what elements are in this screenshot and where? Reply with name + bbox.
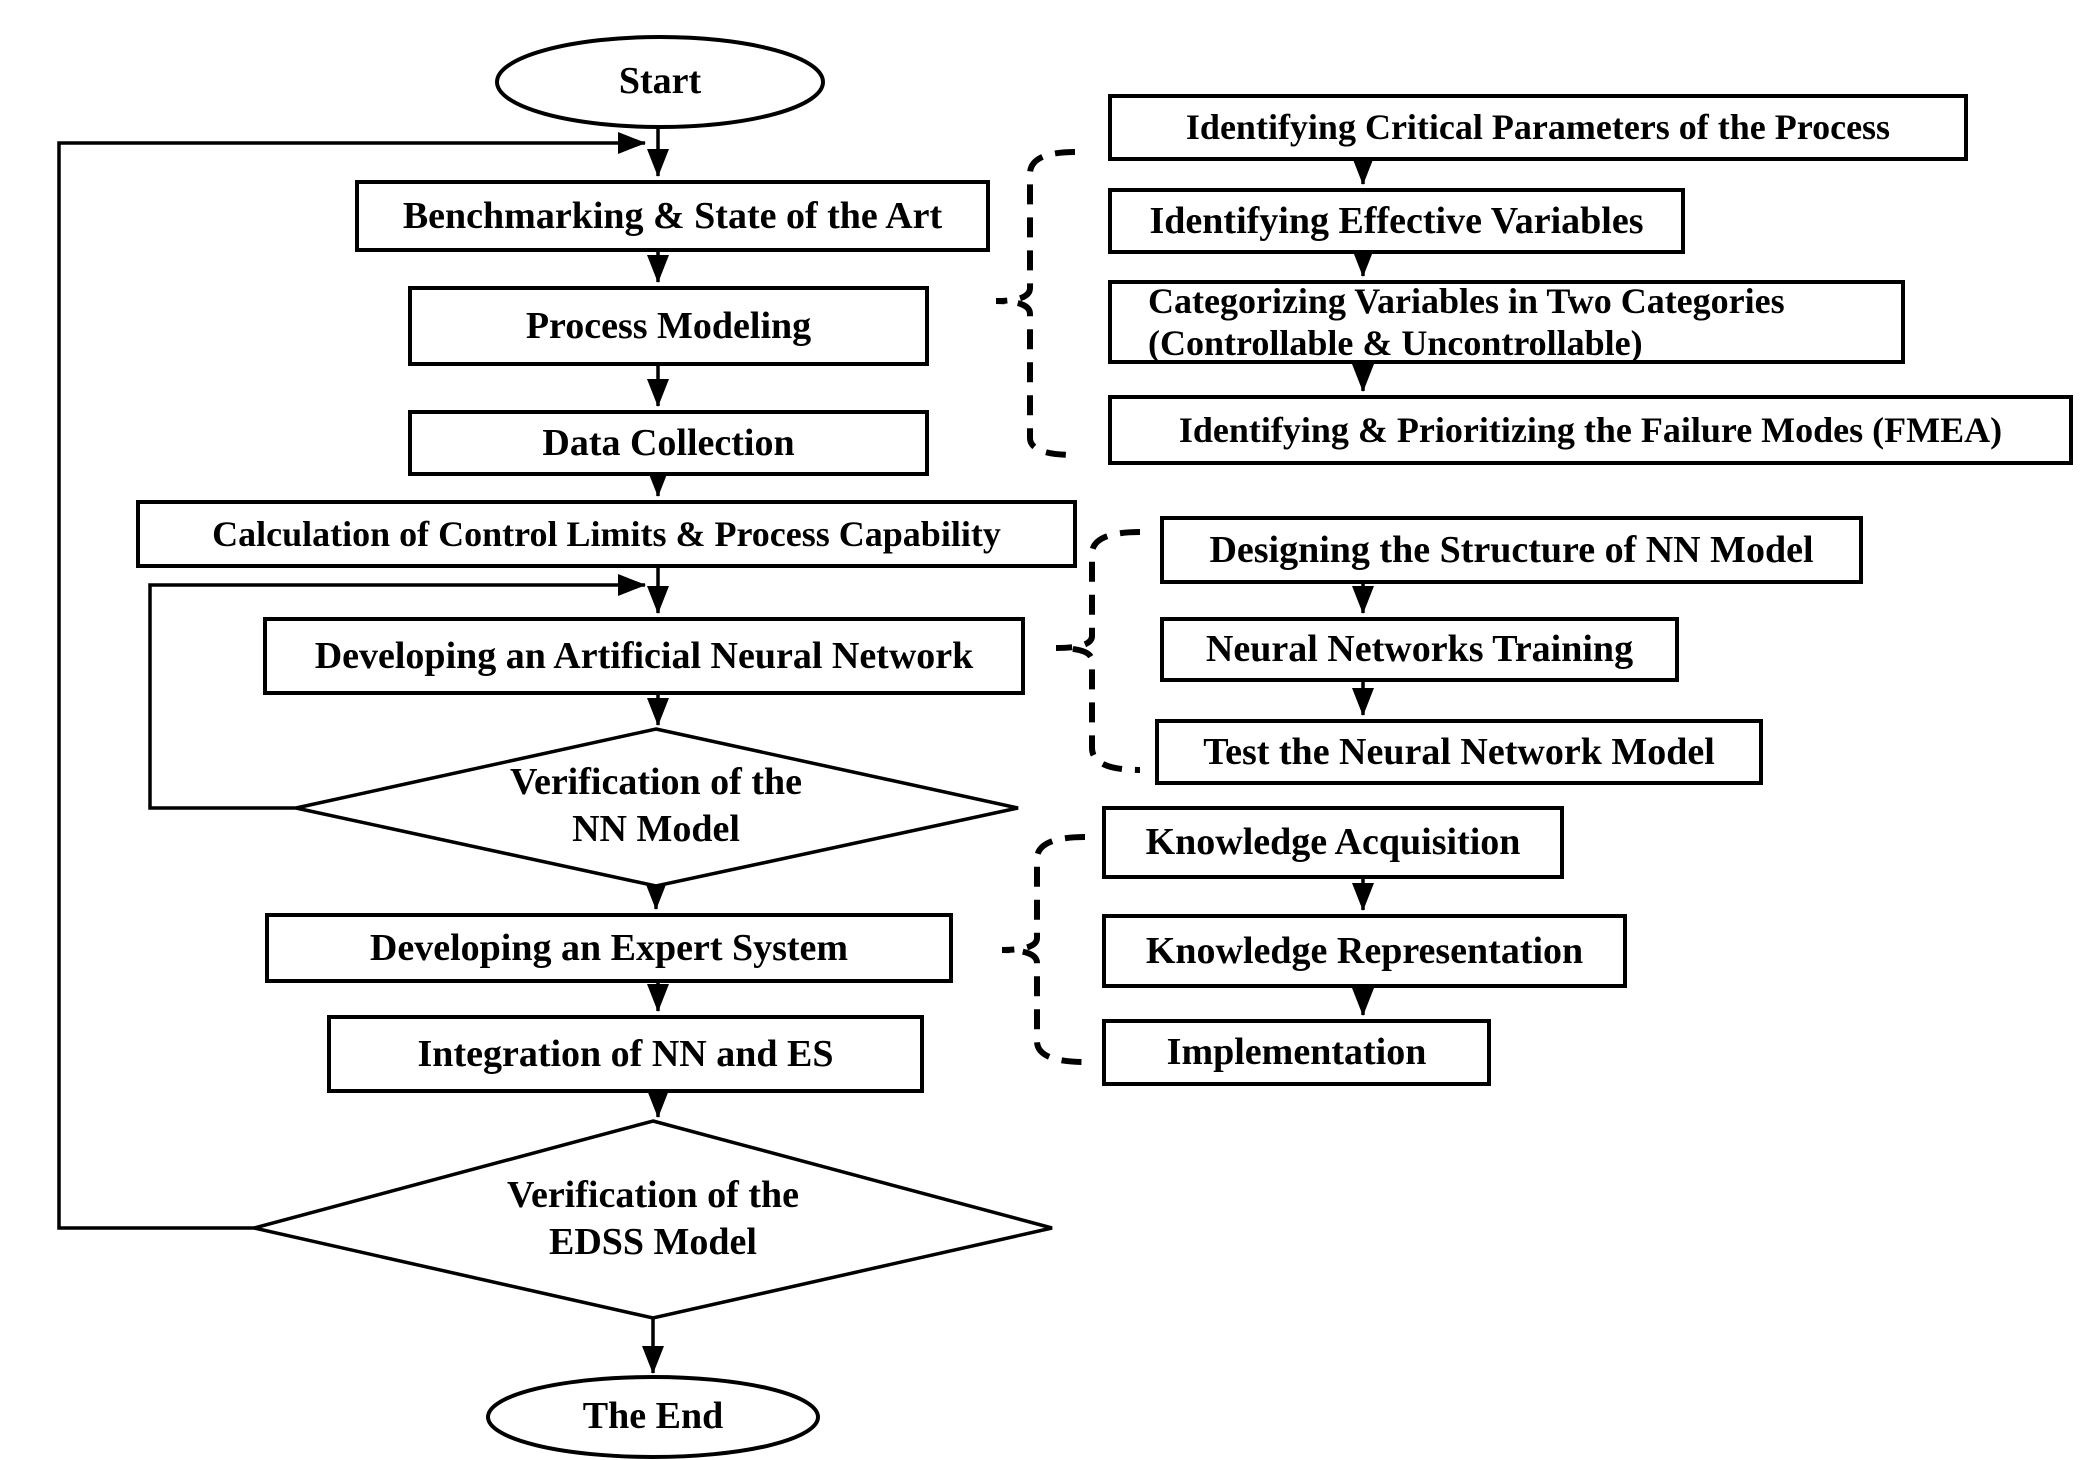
verify-nn-diamond	[295, 727, 1019, 888]
ann-sub-step2-label: Neural Networks Training	[1205, 628, 1634, 671]
pm-sub-step2-box: Identifying Effective Variables	[1108, 188, 1685, 254]
integration-label: Integration of NN and ES	[417, 1032, 834, 1075]
calculation-label: Calculation of Control Limits & Process …	[212, 513, 1001, 554]
ann-sub-step1-box: Designing the Structure of NN Model	[1160, 516, 1863, 584]
ann-sub-step2-box: Neural Networks Training	[1160, 617, 1679, 682]
brace-es	[1001, 834, 1086, 1065]
group-braces	[995, 149, 1141, 1065]
edss-feedback-arrow	[57, 132, 646, 1230]
verify-edss-diamond	[253, 1119, 1053, 1320]
pm-sub-step1-box: Identifying Critical Parameters of the P…	[1108, 94, 1968, 161]
pm-sub-step3-lines: Categorizing Variables in Two Categories…	[1148, 280, 1785, 363]
es-sub-step3-box: Implementation	[1102, 1019, 1491, 1086]
verify-edss-label: Verification of the EDSS Model	[507, 1173, 799, 1264]
develop-ann-box: Developing an Artificial Neural Network	[263, 617, 1025, 695]
main-flow-arrows	[642, 127, 669, 1374]
data-collection-label: Data Collection	[542, 421, 795, 464]
start-label: Start	[618, 60, 702, 103]
es-sub-step1-label: Knowledge Acquisition	[1145, 821, 1521, 864]
ann-sub-step1-label: Designing the Structure of NN Model	[1209, 528, 1814, 571]
develop-es-label: Developing an Expert System	[369, 926, 849, 969]
brace-process-modeling	[995, 149, 1076, 458]
start-ellipse	[495, 35, 825, 129]
integration-box: Integration of NN and ES	[327, 1015, 924, 1093]
ann-sub-step3-box: Test the Neural Network Model	[1155, 719, 1763, 785]
end-label: The End	[582, 1395, 724, 1438]
es-sub-step1-box: Knowledge Acquisition	[1102, 806, 1564, 879]
benchmarking-box: Benchmarking & State of the Art	[355, 180, 990, 252]
pm-sub-step2-label: Identifying Effective Variables	[1149, 199, 1644, 242]
pm-sub-step3-box: Categorizing Variables in Two Categories…	[1108, 280, 1905, 364]
end-ellipse	[486, 1375, 820, 1459]
es-sub-step3-label: Implementation	[1166, 1031, 1427, 1074]
pm-sub-step4-label: Identifying & Prioritizing the Failure M…	[1178, 409, 2003, 450]
brace-ann	[1055, 529, 1141, 773]
calculation-box: Calculation of Control Limits & Process …	[136, 500, 1077, 568]
develop-ann-label: Developing an Artificial Neural Network	[314, 634, 974, 677]
pm-sub-step1-label: Identifying Critical Parameters of the P…	[1185, 107, 1891, 148]
verify-nn-label: Verification of the NN Model	[510, 760, 802, 851]
benchmarking-label: Benchmarking & State of the Art	[402, 194, 943, 237]
ann-sub-step3-label: Test the Neural Network Model	[1203, 730, 1715, 773]
es-sub-step2-label: Knowledge Representation	[1145, 929, 1584, 972]
es-sub-step2-box: Knowledge Representation	[1102, 914, 1627, 988]
pm-sub-step4-box: Identifying & Prioritizing the Failure M…	[1108, 395, 2073, 465]
process-modeling-box: Process Modeling	[408, 286, 929, 366]
data-collection-box: Data Collection	[408, 410, 929, 476]
nn-feedback-arrow	[148, 574, 646, 810]
develop-es-box: Developing an Expert System	[265, 913, 953, 983]
process-modeling-label: Process Modeling	[525, 304, 812, 347]
